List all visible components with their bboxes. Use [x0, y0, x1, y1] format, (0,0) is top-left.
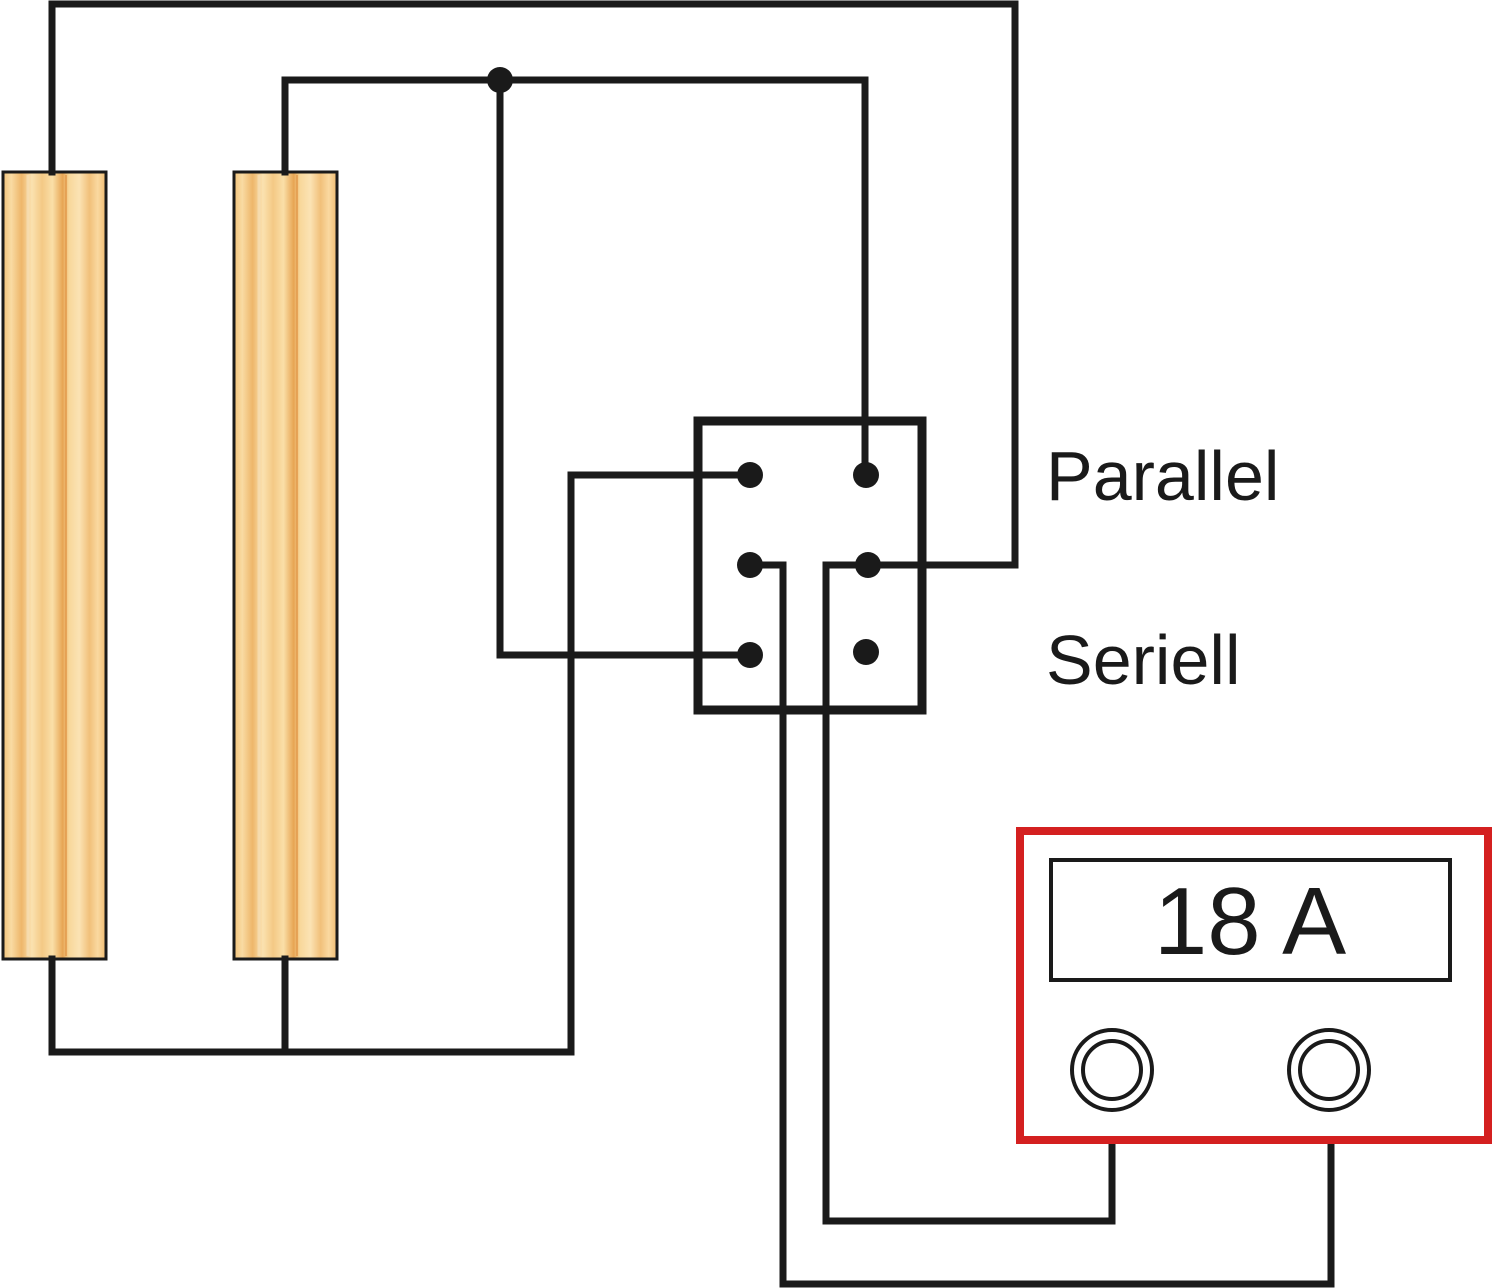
ammeter-terminal-left — [1070, 1028, 1154, 1112]
wire-junction-dot — [487, 67, 513, 93]
wire-bottom-bus — [48, 471, 754, 1056]
terminal-parallel-right — [853, 462, 879, 488]
wire-junction-down — [496, 76, 754, 659]
terminal-parallel-left — [737, 462, 763, 488]
switch-box — [693, 416, 927, 715]
ammeter-display — [1049, 858, 1452, 982]
wire-pole-left — [746, 561, 1335, 1288]
left-plate — [1, 170, 108, 961]
terminal-common-left — [737, 552, 763, 578]
ammeter-terminal-right — [1287, 1028, 1371, 1112]
ammeter-reading: 18 A — [1154, 868, 1346, 975]
wire-pole-right — [822, 561, 1116, 1225]
wires — [48, 0, 1335, 1288]
label-parallel: Parallel — [1046, 437, 1279, 515]
terminal-seriell-left — [737, 642, 763, 668]
right-plate — [232, 170, 339, 961]
ammeter: 18 A — [1016, 827, 1492, 1144]
terminal-common-right — [855, 552, 881, 578]
terminal-seriell-right — [853, 639, 879, 665]
wire-top-junction — [281, 76, 869, 479]
label-seriell: Seriell — [1046, 621, 1241, 699]
wire-outer-loop — [48, 0, 1019, 569]
